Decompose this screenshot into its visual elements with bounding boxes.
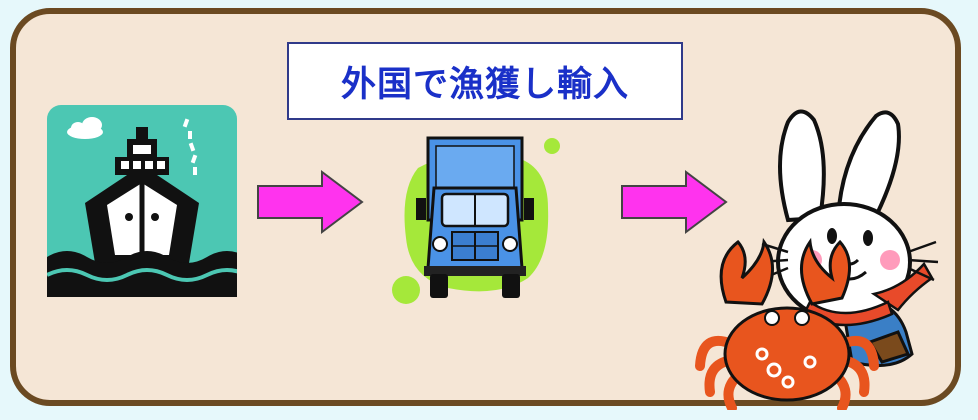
truck-icon [392,136,560,304]
title-box: 外国で漁獲し輸入 [287,42,683,120]
ship-icon [47,105,237,297]
rabbit-with-crab-icon [695,109,939,410]
page-title: 外国で漁獲し輸入 [340,64,629,105]
arrow-right-icon [621,170,728,234]
arrow-right-icon [257,170,364,234]
